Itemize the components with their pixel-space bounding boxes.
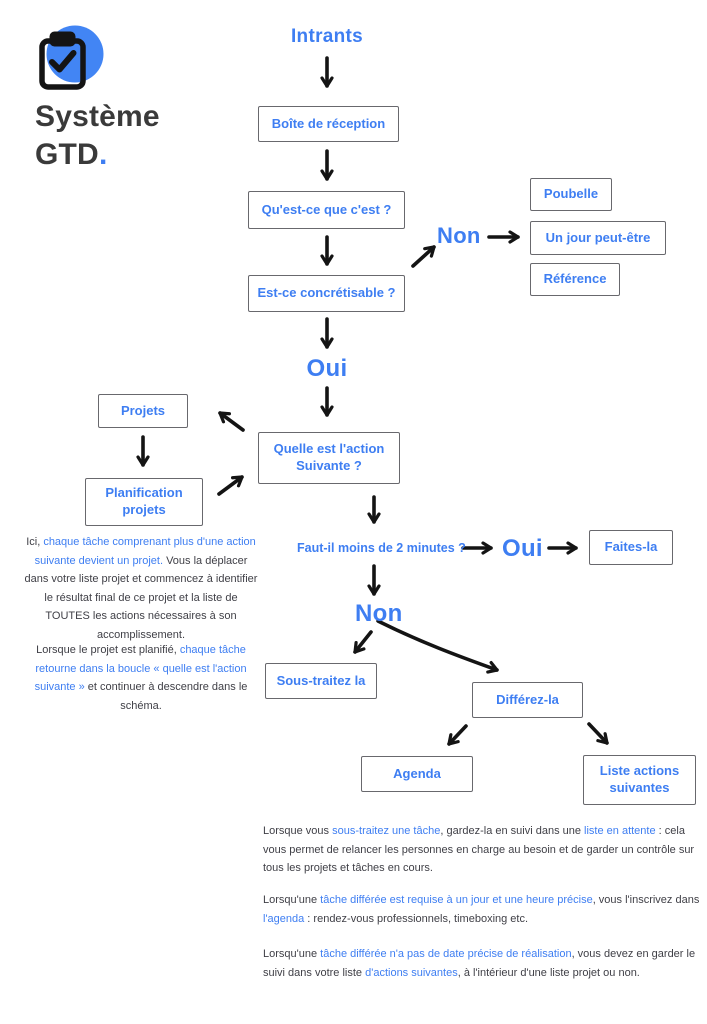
- box-what-is-it: Qu'est-ce que c'est ?: [248, 191, 405, 229]
- highlight-text: l'agenda: [263, 912, 305, 925]
- highlight-text: sous-traitez une tâche: [332, 825, 441, 837]
- box-defer: Différez-la: [472, 682, 583, 718]
- note-delegate: Lorsque vous sous-traitez une tâche, gar…: [263, 822, 705, 878]
- highlight-text: chaque tâche comprenant plus d'une actio…: [34, 536, 256, 567]
- brand-title-line1: Système: [35, 100, 160, 133]
- label-oui-right: Oui: [502, 535, 543, 562]
- text-segment: : cela vous permet de relancer les perso…: [263, 825, 695, 875]
- highlight-text: tâche différée est requise à un jour et …: [320, 894, 593, 906]
- heading-intrants: Intrants: [290, 26, 364, 47]
- box-do-it: Faites-la: [589, 530, 673, 565]
- label-oui-mid: Oui: [306, 355, 348, 382]
- box-someday: Un jour peut-être: [530, 221, 666, 255]
- label-non-bottom: Non: [355, 600, 403, 627]
- text-segment: Ici,: [26, 536, 44, 548]
- highlight-text: tâche différée n'a pas de date précise d…: [320, 948, 572, 960]
- text-segment: : rendez-vous professionnels, timeboxing…: [304, 912, 529, 925]
- arrow-non-to-delegate: [353, 630, 373, 654]
- arrow-actionable-to-non: [411, 245, 436, 268]
- box-trash: Poubelle: [530, 178, 612, 211]
- text-segment: , à l'intérieur d'une liste projet ou no…: [457, 966, 640, 979]
- arrow-defer-to-actions-list: [587, 722, 609, 745]
- box-next-actions-list: Liste actions suivantes: [583, 755, 696, 805]
- text-segment: et continuer à descendre dans le schéma.: [84, 681, 248, 712]
- text-segment: , gardez-la en suivi dans une: [440, 825, 585, 837]
- box-is-actionable: Est-ce concrétisable ?: [248, 275, 405, 312]
- arrow-non-to-defer: [376, 619, 499, 674]
- label-non-top: Non: [437, 223, 481, 248]
- text-segment: , vous devez en garder le suivi dans vot…: [263, 948, 696, 979]
- text-segment: Lorsque vous: [263, 825, 333, 837]
- note-next-actions-list: Lorsqu'une tâche différée n'a pas de dat…: [263, 945, 705, 982]
- box-reference: Référence: [530, 263, 620, 296]
- clipboard-check-icon: [39, 25, 104, 90]
- brand-title-dot: .: [98, 138, 108, 171]
- box-next-action: Quelle est l'action Suivante ?: [258, 432, 400, 484]
- box-delegate: Sous-traitez la: [265, 663, 377, 699]
- box-agenda: Agenda: [361, 756, 473, 792]
- text-segment: Vous la déplacer dans votre liste projet…: [24, 554, 258, 641]
- brand-title-line2: GTD: [35, 138, 99, 171]
- highlight-text: d'actions suivantes: [365, 966, 458, 979]
- arrow-next-action-to-projects: [218, 411, 245, 432]
- label-two-minutes-question: Faut-il moins de 2 minutes ?: [297, 541, 466, 555]
- text-segment: , vous l'inscrivez dans: [592, 894, 700, 906]
- highlight-text: chaque tâche retourne dans la boucle « q…: [34, 644, 247, 694]
- note-projects-explanation: Ici, chaque tâche comprenant plus d'une …: [24, 533, 258, 645]
- text-segment: Lorsque le projet est planifié,: [36, 644, 180, 656]
- box-projects: Projets: [98, 394, 188, 428]
- highlight-text: liste en attente: [584, 825, 656, 837]
- box-project-planning: Planification projets: [85, 478, 203, 526]
- arrow-planning-to-next-action: [217, 475, 244, 496]
- box-inbox: Boîte de réception: [258, 106, 399, 142]
- brand-title: Système GTD.: [35, 98, 160, 174]
- text-segment: Lorsqu'une: [263, 948, 321, 960]
- note-agenda: Lorsqu'une tâche différée est requise à …: [263, 891, 705, 928]
- arrow-defer-to-agenda: [447, 724, 468, 746]
- text-segment: Lorsqu'une: [263, 894, 321, 906]
- note-planning-loop: Lorsque le projet est planifié, chaque t…: [24, 641, 258, 715]
